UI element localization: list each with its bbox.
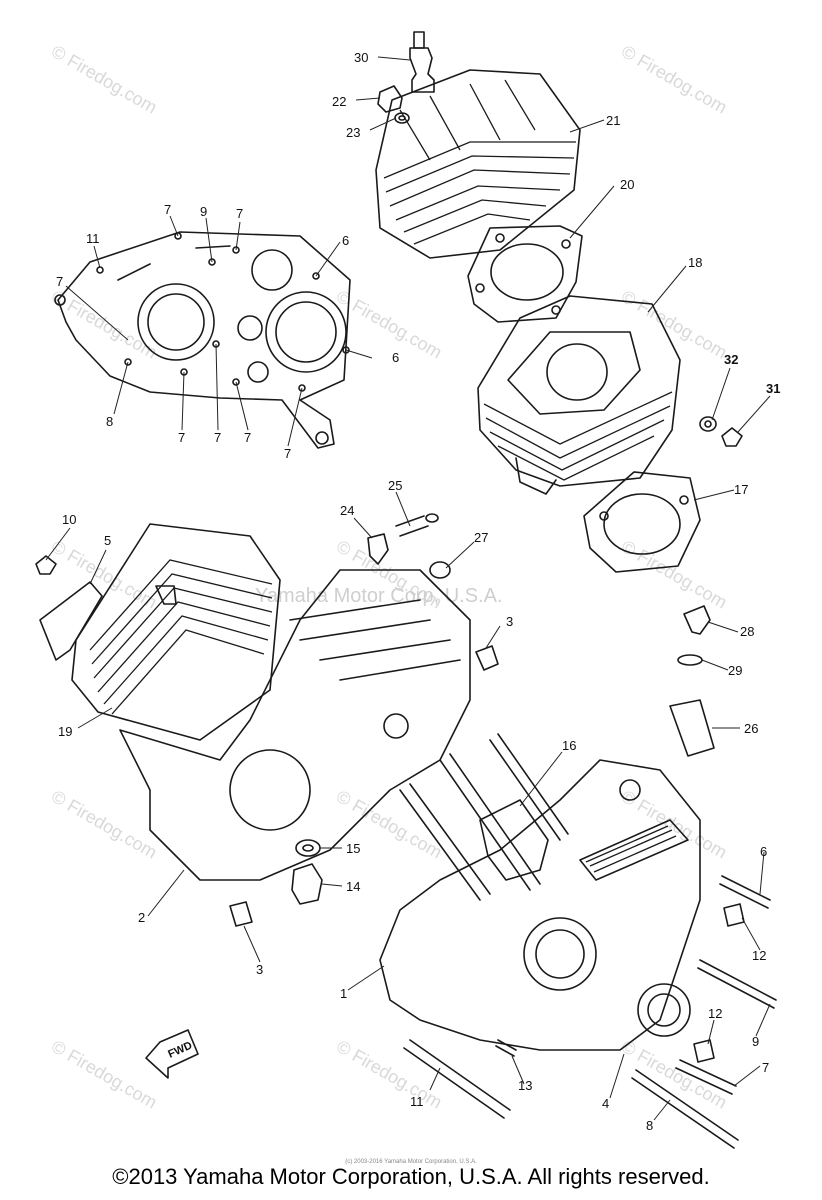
- nut: [377, 85, 403, 113]
- long-bolt: [631, 1069, 739, 1149]
- drain-washer: [295, 839, 321, 857]
- callout-8: 8: [646, 1118, 653, 1133]
- cylinder-bolt: [721, 427, 743, 447]
- callout-2: 2: [138, 910, 145, 925]
- cylinder: [477, 295, 681, 495]
- callout-7: 7: [178, 430, 185, 445]
- watermark-text: © Firedog.com: [48, 1036, 160, 1112]
- watermark-text: © Firedog.com: [48, 41, 160, 117]
- watermark-text: © Firedog.com: [618, 1036, 730, 1112]
- callout-23: 23: [346, 125, 360, 140]
- copyright-notice: ©2013 Yamaha Motor Corporation, U.S.A. A…: [112, 1164, 710, 1189]
- callout-9: 9: [200, 204, 207, 219]
- right-crankcase: [379, 759, 701, 1051]
- callout-19: 19: [58, 724, 72, 739]
- callout-15: 15: [346, 841, 360, 856]
- crankcase-bolt: [697, 959, 777, 1009]
- piston: [479, 799, 549, 881]
- watermark-text: © Firedog.com: [618, 536, 730, 612]
- callout-3: 3: [506, 614, 513, 629]
- cylinder-washer: [699, 416, 717, 432]
- ghost-watermark: Yamaha Motor Corp, U.S.A.: [255, 585, 503, 607]
- gasket-washer: [677, 654, 703, 666]
- callout-11: 11: [86, 231, 100, 246]
- callout-6: 6: [760, 844, 767, 859]
- callout-20: 20: [620, 177, 634, 192]
- callout-3: 3: [256, 962, 263, 977]
- callout-6: 6: [342, 233, 349, 248]
- callouts: 30 22 23 21 20 18 32 31 17 7 9 7 11 6 7 …: [56, 50, 780, 1133]
- hose-fitting: [367, 513, 439, 565]
- callout-11: 11: [410, 1094, 424, 1109]
- callout-13: 13: [518, 1078, 532, 1093]
- hollow-dowel: [475, 645, 499, 671]
- callout-1: 1: [340, 986, 347, 1001]
- callout-12: 12: [752, 948, 766, 963]
- callout-27: 27: [474, 530, 488, 545]
- dowel-pin: [723, 903, 745, 927]
- callout-8: 8: [106, 414, 113, 429]
- reed-plate: [669, 699, 715, 757]
- crankcase-bolt: [35, 555, 57, 575]
- callout-7: 7: [236, 206, 243, 221]
- callout-7: 7: [762, 1060, 769, 1075]
- callout-6: 6: [392, 350, 399, 365]
- leader-lines: [45, 56, 771, 1121]
- oil-seal: [429, 561, 451, 579]
- crankcase-bolt: [675, 1059, 737, 1095]
- cylinder-head: [375, 69, 581, 259]
- callout-30: 30: [354, 50, 368, 65]
- head-gasket: [467, 225, 583, 323]
- dowel-pin: [495, 1039, 517, 1057]
- spark-plug: [409, 31, 435, 93]
- callout-29: 29: [728, 663, 742, 678]
- callout-32: 32: [724, 352, 738, 367]
- long-bolt: [403, 1039, 511, 1119]
- dowel-pin: [693, 1039, 715, 1063]
- callout-12: 12: [708, 1006, 722, 1021]
- drain-plug: [683, 605, 711, 635]
- crankcase-cover: [54, 231, 351, 449]
- callout-26: 26: [744, 721, 758, 736]
- callout-7: 7: [284, 446, 291, 461]
- callout-7: 7: [214, 430, 221, 445]
- callout-31: 31: [766, 381, 780, 396]
- callout-7: 7: [56, 274, 63, 289]
- callout-25: 25: [388, 478, 402, 493]
- watermark-text: © Firedog.com: [618, 41, 730, 117]
- callout-21: 21: [606, 113, 620, 128]
- callout-18: 18: [688, 255, 702, 270]
- watermark-text: © Firedog.com: [48, 786, 160, 862]
- crankcase-studs: [399, 733, 569, 901]
- callout-7: 7: [244, 430, 251, 445]
- fwd-arrow: FWD: [145, 1029, 199, 1079]
- callout-10: 10: [62, 512, 76, 527]
- callout-4: 4: [602, 1096, 609, 1111]
- watermark-layer: © Firedog.com © Firedog.com © Firedog.co…: [48, 41, 730, 1112]
- watermark-text: © Firedog.com: [333, 1036, 445, 1112]
- callout-9: 9: [752, 1034, 759, 1049]
- callout-22: 22: [332, 94, 346, 109]
- callout-17: 17: [734, 482, 748, 497]
- callout-14: 14: [346, 879, 360, 894]
- base-gasket: [583, 471, 701, 573]
- fine-print: (c) 2003-2016 Yamaha Motor Corporation, …: [345, 1159, 477, 1165]
- crankcase-bolt: [719, 875, 771, 909]
- hollow-dowel: [229, 901, 253, 927]
- drain-bolt: [291, 863, 323, 905]
- callout-7: 7: [164, 202, 171, 217]
- callout-5: 5: [104, 533, 111, 548]
- callout-16: 16: [562, 738, 576, 753]
- callout-24: 24: [340, 503, 354, 518]
- callout-28: 28: [740, 624, 754, 639]
